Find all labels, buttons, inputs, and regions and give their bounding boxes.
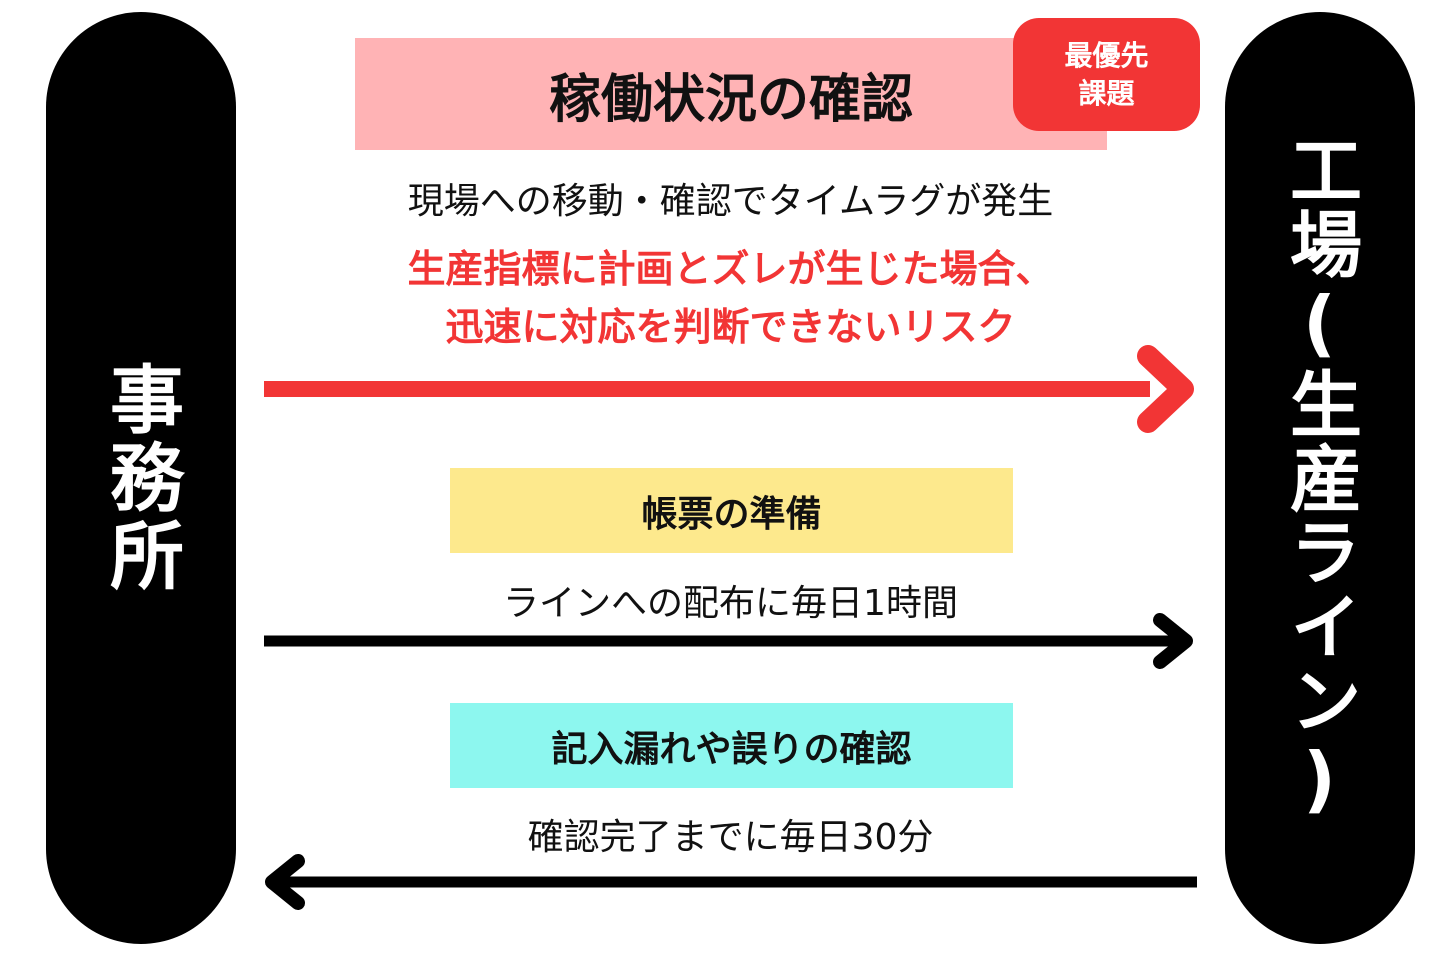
entry-check-arrow [265,854,1197,910]
factory-label: 工場(生産ライン) [1277,133,1362,823]
form-prep-arrow [264,613,1193,669]
risk-text: 生産指標に計画とズレが生じた場合、 迅速に対応を判断できないリスク [236,240,1225,356]
office-pill: 事務所 [46,12,236,944]
status-check-description: 現場への移動・確認でタイムラグが発生 [407,181,1054,222]
priority-badge-line2: 課題 [1078,76,1135,110]
status-arrow-head [1137,345,1194,433]
entry-check-title-box: 記入漏れや誤りの確認 [450,703,1013,788]
entry-check-title: 記入漏れや誤りの確認 [551,728,912,770]
entry-check-description: 確認完了までに毎日30分 [527,817,934,858]
risk-line-2: 迅速に対応を判断できないリスク [445,305,1016,349]
factory-pill: 工場(生産ライン) [1225,12,1415,944]
status-arrow [264,345,1194,433]
priority-badge: 最優先 課題 [1013,18,1200,131]
status-check-title: 稼働状況の確認 [548,69,913,130]
risk-line-1: 生産指標に計画とズレが生じた場合、 [407,247,1054,291]
form-prep-title-box: 帳票の準備 [450,468,1013,553]
priority-badge-line1: 最優先 [1064,38,1149,72]
entry-check-arrow-head [265,854,305,910]
form-prep-title: 帳票の準備 [641,493,822,535]
status-check-title-box: 稼働状況の確認 [355,38,1107,150]
form-prep-description: ラインへの配布に毎日1時間 [503,583,958,624]
office-label: 事務所 [97,361,184,595]
form-prep-arrow-head [1153,613,1193,669]
